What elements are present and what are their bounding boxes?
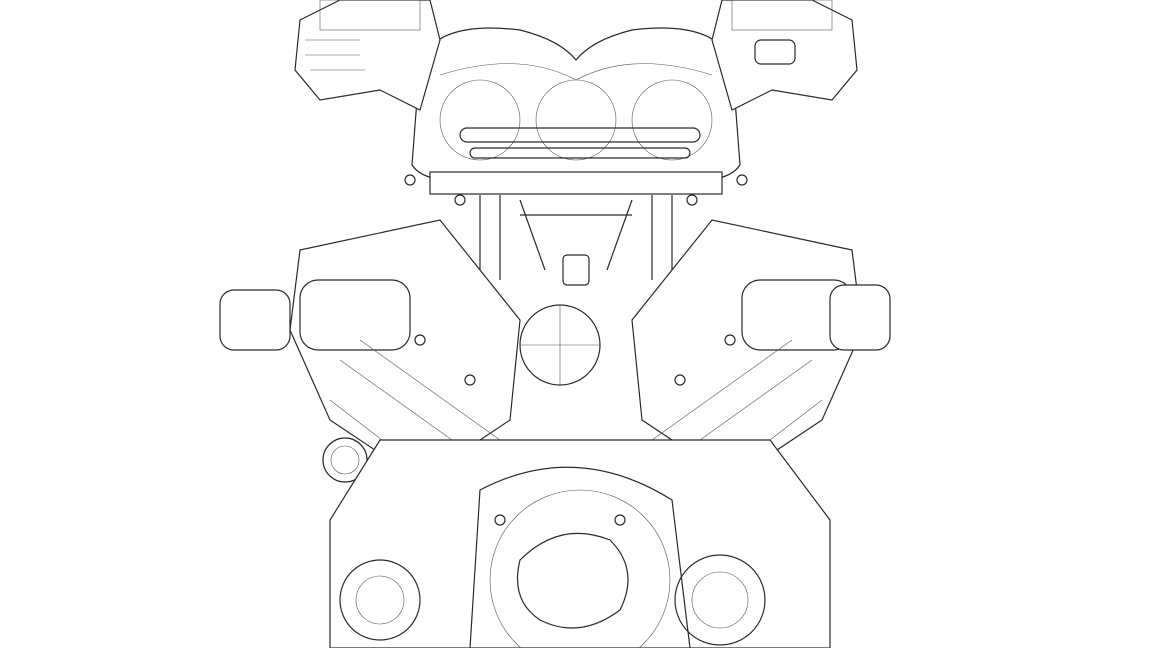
left-cylinder-bank xyxy=(219,219,521,501)
bolts xyxy=(404,174,748,526)
right-cylinder-bank xyxy=(631,219,891,545)
left-throttle-body xyxy=(294,0,441,111)
right-throttle-body xyxy=(711,0,858,111)
intake-plenum xyxy=(411,27,741,195)
plenum-supports xyxy=(479,195,673,286)
center-valley-cover xyxy=(519,304,601,386)
crankcase xyxy=(329,439,831,648)
